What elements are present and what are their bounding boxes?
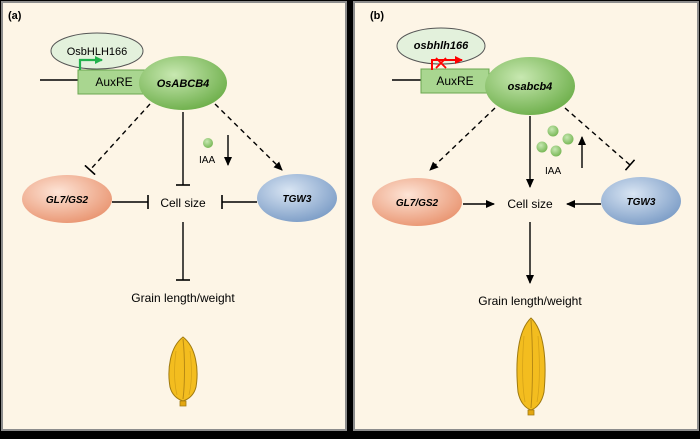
gl7-label: GL7/GS2 <box>396 198 439 209</box>
tgw3-ellipse <box>257 174 337 222</box>
iaa-dot <box>562 133 574 145</box>
auxre-box <box>420 68 490 94</box>
iaa-label: IAA <box>199 155 215 166</box>
block-cross-icon <box>435 57 447 69</box>
iaa-dot <box>547 125 559 137</box>
gene-to-tgw3-inhibit <box>564 107 636 171</box>
gene-label: osabcb4 <box>508 81 553 93</box>
blocked-activation-arrow <box>431 56 463 70</box>
cell-size-label: Cell size <box>507 197 553 211</box>
grain-label: Grain length/weight <box>131 291 235 305</box>
panel-a-label: (a) <box>8 10 22 22</box>
tf-label: osbhlh166 <box>414 40 469 52</box>
iaa-dot <box>203 138 213 148</box>
grain-icon <box>516 317 546 416</box>
panel-a: (a) AuxRE OsbHLH166 OsABCB4 IAA GL7/GS2 … <box>1 1 347 431</box>
gene-ellipse <box>139 56 227 110</box>
gene-label: OsABCB4 <box>157 78 210 90</box>
iaa-dot <box>536 141 548 153</box>
panel-b-label: (b) <box>370 10 384 22</box>
grain-icon <box>168 336 198 407</box>
tf-ellipse <box>50 32 144 70</box>
gene-to-gl7-arrow <box>429 107 496 171</box>
cell-size-label: Cell size <box>160 196 206 210</box>
tgw3-label: TGW3 <box>283 194 312 205</box>
tf-label: OsbHLH166 <box>67 46 128 58</box>
activation-arrow <box>78 56 103 70</box>
auxre-label: AuxRE <box>436 74 473 88</box>
iaa-label: IAA <box>545 166 561 177</box>
tgw3-ellipse <box>601 177 681 225</box>
gl7-ellipse <box>372 178 462 226</box>
auxre-label: AuxRE <box>95 75 132 89</box>
gene-to-gl7-inhibit <box>84 103 151 176</box>
gene-ellipse <box>485 57 575 115</box>
grain-label: Grain length/weight <box>478 294 582 308</box>
panel-b: (b) AuxRE osbhlh166 osabcb4 IAA GL7/GS2 … <box>353 1 699 431</box>
iaa-dot <box>550 145 562 157</box>
gl7-ellipse <box>22 175 112 223</box>
tgw3-label: TGW3 <box>627 197 656 208</box>
gl7-label: GL7/GS2 <box>46 195 89 206</box>
gene-to-tgw3-arrow <box>214 103 283 171</box>
